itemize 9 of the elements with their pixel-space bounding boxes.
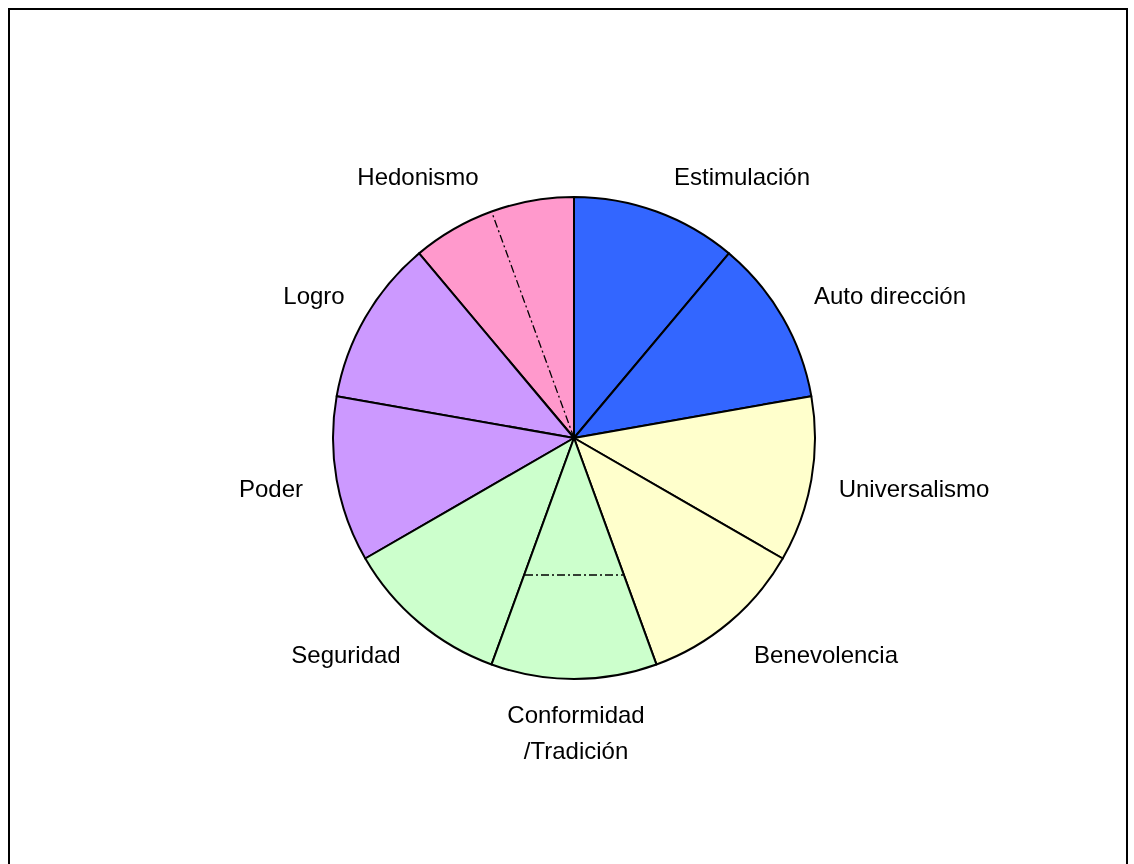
slice-label: Conformidad /Tradición <box>491 697 661 769</box>
slice-label: Seguridad <box>291 637 401 673</box>
slice-label: Poder <box>239 471 303 507</box>
slice-label: Logro <box>283 278 345 314</box>
slice-label: Benevolencia <box>753 637 899 673</box>
slice-label: Hedonismo <box>357 159 479 195</box>
slice-label: Estimulación <box>673 159 811 195</box>
slice-label: Universalismo <box>838 471 990 507</box>
slice-label: Auto dirección <box>813 278 967 314</box>
